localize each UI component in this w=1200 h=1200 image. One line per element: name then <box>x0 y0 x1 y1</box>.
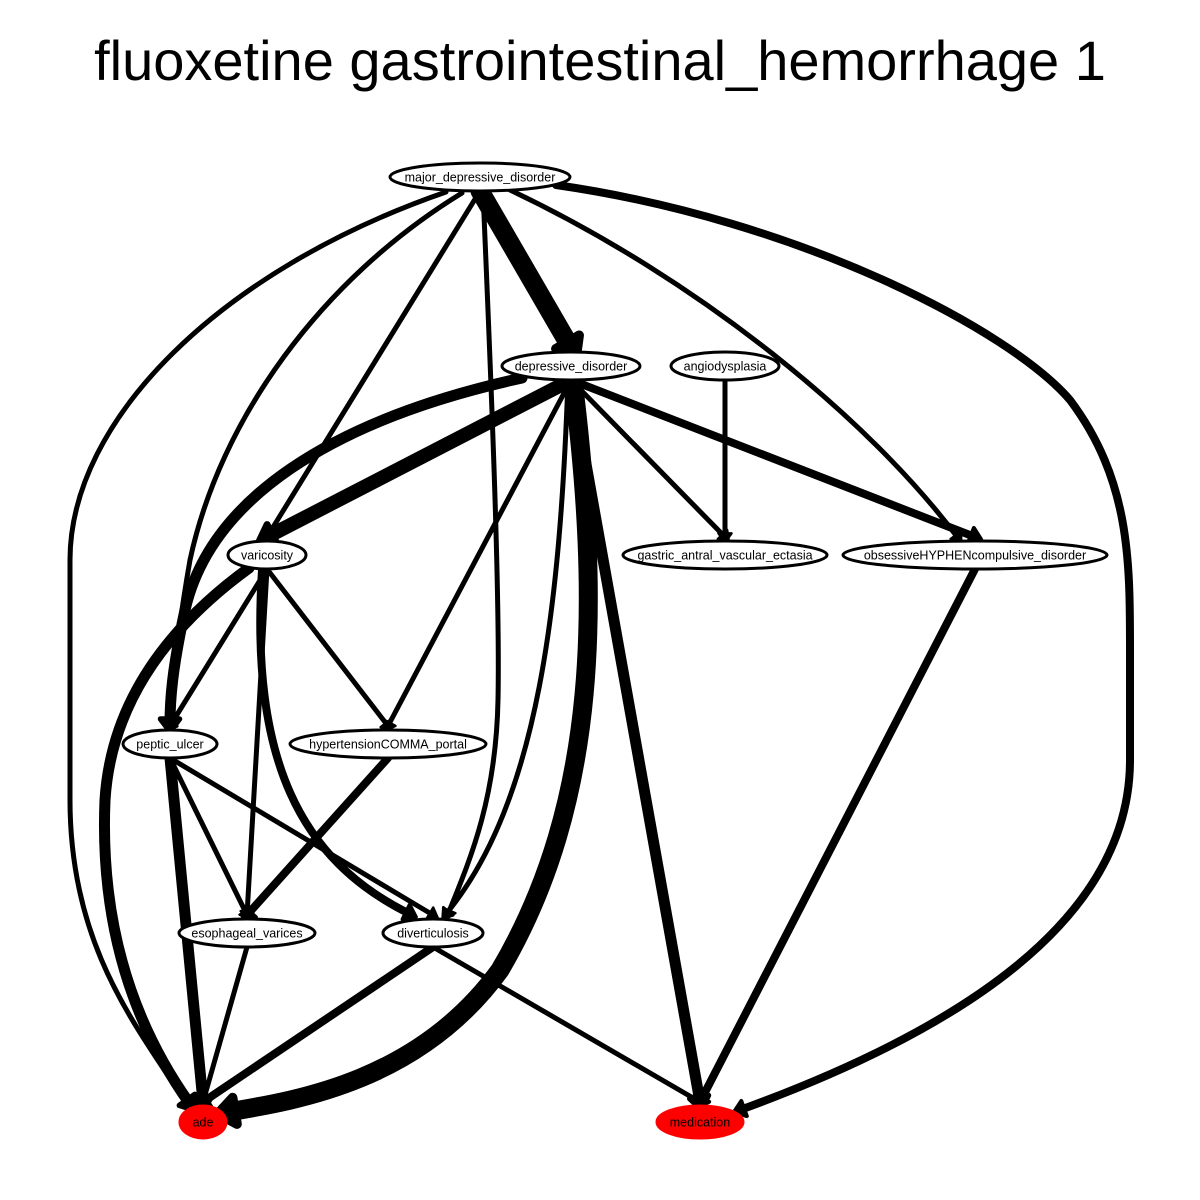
edge-line <box>167 755 436 918</box>
node-medication: medication <box>655 1104 745 1140</box>
edges-layer <box>67 181 1134 1129</box>
edge-diverticulosis-to-ade <box>195 943 437 1109</box>
edge-varicosity-to-hypertension_portal <box>264 566 393 732</box>
node-depressive_disorder: depressive_disorder <box>500 350 642 382</box>
edge-line <box>256 566 414 918</box>
page-title: fluoxetine gastrointestinal_hemorrhage 1 <box>94 29 1106 92</box>
edge-depressive_disorder-to-diverticulosis <box>441 377 571 920</box>
edge-line <box>164 372 528 730</box>
edge-line <box>567 376 979 541</box>
node-label: major_depressive_disorder <box>405 171 556 185</box>
edge-arrowhead <box>165 718 179 732</box>
edge-line <box>445 189 501 917</box>
edge-arrowhead <box>212 1092 242 1129</box>
node-label: esophageal_varices <box>191 927 302 941</box>
edge-hypertension_portal-to-esophageal_varices <box>240 754 392 922</box>
edge-line <box>99 562 255 1110</box>
edge-line <box>430 944 703 1105</box>
edge-varicosity-to-diverticulosis <box>256 566 418 922</box>
node-shape <box>621 539 829 571</box>
node-label: obsessiveHYPHENcompulsive_disorder <box>864 549 1086 563</box>
node-label: hypertensionCOMMA_portal <box>309 738 467 752</box>
edge-line <box>443 377 571 917</box>
node-shape <box>177 917 317 949</box>
node-shape <box>226 539 308 571</box>
edge-line <box>565 374 706 1108</box>
node-label: medication <box>670 1116 730 1130</box>
edge-major_depressive_disorder-to-medication <box>552 181 1134 1119</box>
edge-major_depressive_disorder-to-diverticulosis <box>442 189 501 921</box>
node-label: diverticulosis <box>397 927 469 941</box>
node-shape <box>121 728 219 760</box>
edge-line <box>260 373 578 544</box>
node-label: depressive_disorder <box>515 360 628 374</box>
edge-line <box>696 565 979 1106</box>
edge-line <box>200 944 250 1105</box>
edge-depressive_disorder-to-obsessive_compulsive_disorder <box>567 376 984 545</box>
edge-line <box>199 943 437 1106</box>
node-shape <box>500 350 642 382</box>
edge-arrowhead <box>441 905 455 920</box>
node-shape <box>655 1104 745 1140</box>
node-shape <box>288 728 488 760</box>
node-shape <box>381 917 485 949</box>
node-angiodysplasia: angiodysplasia <box>669 350 781 382</box>
edge-line <box>264 566 391 729</box>
edge-line <box>167 566 270 729</box>
node-major_depressive_disorder: major_depressive_disorder <box>388 161 572 193</box>
node-label: angiodysplasia <box>684 360 767 374</box>
node-shape <box>178 1104 228 1140</box>
node-label: varicosity <box>241 549 294 563</box>
edge-diverticulosis-to-medication <box>430 944 706 1108</box>
node-label: ade <box>193 1116 214 1130</box>
node-diverticulosis: diverticulosis <box>381 917 485 949</box>
edge-line <box>218 370 598 1122</box>
nodes-layer: major_depressive_disorder depressive_diso… <box>121 161 1109 1140</box>
edge-depressive_disorder-to-ade <box>212 370 598 1129</box>
node-obsessive_compulsive_disorder: obsessiveHYPHENcompulsive_disorder <box>841 539 1109 571</box>
node-label: peptic_ulcer <box>136 738 203 752</box>
edge-arrowhead <box>400 902 418 922</box>
node-ade: ade <box>178 1104 228 1140</box>
edge-depressive_disorder-to-medication <box>565 374 712 1113</box>
edge-arrowhead <box>717 532 733 544</box>
edge-line <box>507 187 961 541</box>
node-gastric_antral_vascular_ectasia: gastric_antral_vascular_ectasia <box>621 539 829 571</box>
edge-line <box>167 755 250 918</box>
node-shape <box>841 539 1109 571</box>
node-shape <box>669 350 781 382</box>
edge-varicosity-to-peptic_ulcer <box>165 566 270 732</box>
edge-line <box>470 181 581 358</box>
node-varicosity: varicosity <box>226 539 308 571</box>
edge-line <box>67 189 449 1109</box>
node-label: gastric_antral_vascular_ectasia <box>637 549 812 563</box>
node-shape <box>388 161 572 193</box>
edge-line <box>385 377 574 729</box>
node-esophageal_varices: esophageal_varices <box>177 917 317 949</box>
edge-line <box>552 181 1134 1114</box>
node-hypertension_portal: hypertensionCOMMA_portal <box>288 728 488 760</box>
edge-line <box>568 377 728 540</box>
edge-line <box>243 754 392 919</box>
edge-line <box>264 188 483 540</box>
edge-angiodysplasia-to-gastric_antral_vascular_ectasia <box>717 377 733 544</box>
node-peptic_ulcer: peptic_ulcer <box>121 728 219 760</box>
